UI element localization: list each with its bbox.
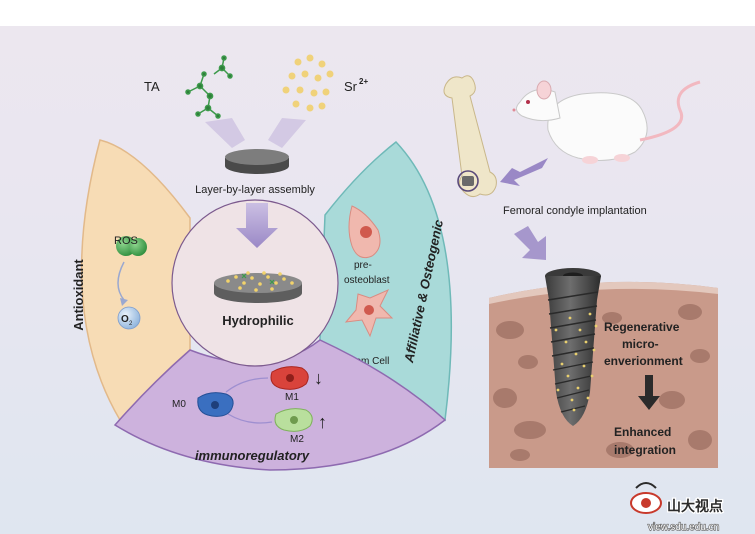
ta-label: TA bbox=[144, 79, 160, 94]
regenerative-label-3: enverionment bbox=[604, 354, 683, 368]
tissue-surface-layer bbox=[489, 281, 718, 304]
implantation-label: Femoral condyle implantation bbox=[503, 205, 647, 217]
regenerative-label-1: Regenerative bbox=[604, 320, 680, 334]
m0-label: M0 bbox=[172, 399, 186, 410]
coating-particles bbox=[226, 271, 294, 292]
layer-by-layer-label: Layer-by-layer assembly bbox=[195, 184, 315, 196]
rat-icon bbox=[512, 80, 701, 164]
rat-to-bone-arrow-icon bbox=[500, 158, 548, 186]
immunoregulatory-sector bbox=[113, 339, 447, 471]
stem-cell-label: Stem Cell bbox=[346, 356, 389, 367]
watermark-logo-icon bbox=[630, 482, 662, 514]
sr-arrow-icon bbox=[268, 118, 306, 148]
sr-label: Sr bbox=[344, 79, 358, 94]
enhanced-label-2: integration bbox=[614, 443, 676, 457]
down-right-arrow-icon bbox=[514, 226, 546, 260]
femur-bone-icon bbox=[443, 75, 497, 198]
ros-label: ROS bbox=[114, 235, 138, 247]
coating-ta-molecules bbox=[241, 273, 275, 285]
cell-nucleus-icon bbox=[360, 226, 372, 238]
m1-label: M1 bbox=[285, 392, 299, 403]
coated-disc-top bbox=[214, 273, 302, 293]
substrate-disc-top bbox=[225, 149, 289, 165]
sr-ion-cluster-icon bbox=[282, 54, 334, 112]
enhanced-label-1: Enhanced bbox=[614, 425, 671, 439]
sr-charge: 2+ bbox=[359, 77, 368, 86]
hydrophilic-label: Hydrophilic bbox=[222, 313, 294, 328]
m1-down-arrow-icon: ↓ bbox=[314, 368, 323, 388]
preosteoblast-label-2: osteoblast bbox=[344, 275, 390, 286]
dental-implant-screw-icon bbox=[545, 268, 601, 426]
ta-arrow-icon bbox=[205, 118, 245, 148]
ros-sphere bbox=[129, 238, 147, 256]
preosteoblast-label-1: pre- bbox=[354, 260, 372, 271]
m0-to-m2-arrow bbox=[227, 413, 273, 424]
bone-tissue-panel bbox=[489, 281, 718, 468]
regenerative-label-2: micro- bbox=[622, 337, 659, 351]
antioxidant-title: Antioxidant bbox=[71, 259, 86, 331]
arrowhead-icon bbox=[120, 298, 128, 306]
m0-to-m1-arrow bbox=[225, 377, 269, 393]
ros-to-o2-arrow bbox=[117, 261, 125, 301]
down-arrow-icon bbox=[638, 375, 660, 410]
ta-molecule-icon bbox=[185, 55, 233, 119]
o2-subscript: 2 bbox=[129, 321, 133, 327]
o2-label: O bbox=[121, 314, 129, 325]
down-arrow-icon bbox=[236, 203, 278, 248]
m2-label: M2 bbox=[290, 434, 304, 445]
m2-up-arrow-icon: ↑ bbox=[318, 412, 327, 432]
immunoregulatory-title: immunoregulatory bbox=[195, 448, 310, 463]
o2-sphere bbox=[117, 306, 141, 330]
watermark-url: view.sdu.edu.cn bbox=[648, 522, 719, 533]
cell-nucleus-icon bbox=[290, 416, 298, 424]
cell-nucleus-icon bbox=[286, 374, 294, 382]
implant-site-marker bbox=[457, 170, 479, 192]
cell-nucleus-icon bbox=[211, 401, 219, 409]
cell-nucleus-icon bbox=[364, 305, 374, 315]
implant-in-bone-icon bbox=[462, 176, 474, 186]
watermark-brand: 山大视点 bbox=[667, 498, 723, 514]
tissue-pores bbox=[493, 304, 712, 461]
